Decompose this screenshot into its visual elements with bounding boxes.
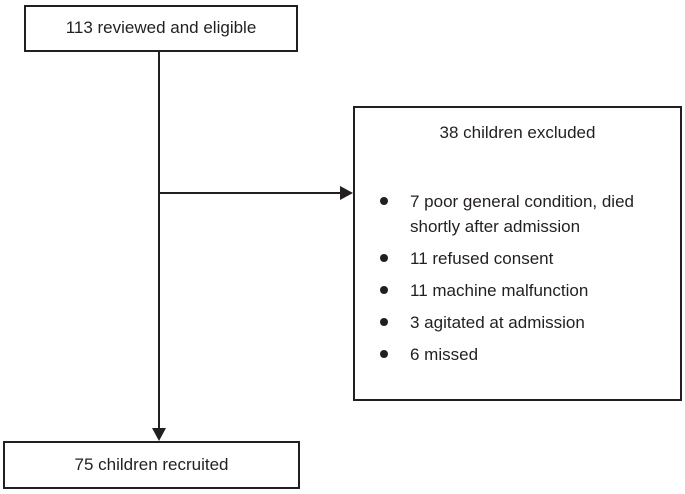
excluded-reason-item: 11 refused consent (380, 246, 668, 271)
connector-vertical-line (158, 52, 160, 429)
excluded-box-title: 38 children excluded (439, 123, 596, 142)
recruited-label: 75 children recruited (74, 454, 229, 474)
recruited-box: 75 children recruited (3, 441, 300, 489)
excluded-reason-item: 11 machine malfunction (380, 278, 668, 303)
excluded-reason-item: 3 agitated at admission (380, 310, 668, 335)
connector-horizontal-line (159, 192, 341, 194)
arrowhead-down-icon (152, 428, 166, 441)
excluded-reasons-list: 7 poor general condition, died shortly a… (380, 189, 668, 367)
excluded-reason-item: 6 missed (380, 342, 668, 367)
excluded-box: 38 children excluded 7 poor general cond… (353, 106, 682, 401)
reviewed-eligible-label: 113 reviewed and eligible (65, 18, 257, 38)
arrowhead-right-icon (340, 186, 353, 200)
reviewed-eligible-box: 113 reviewed and eligible (24, 5, 298, 52)
excluded-reason-item: 7 poor general condition, died shortly a… (380, 189, 668, 239)
